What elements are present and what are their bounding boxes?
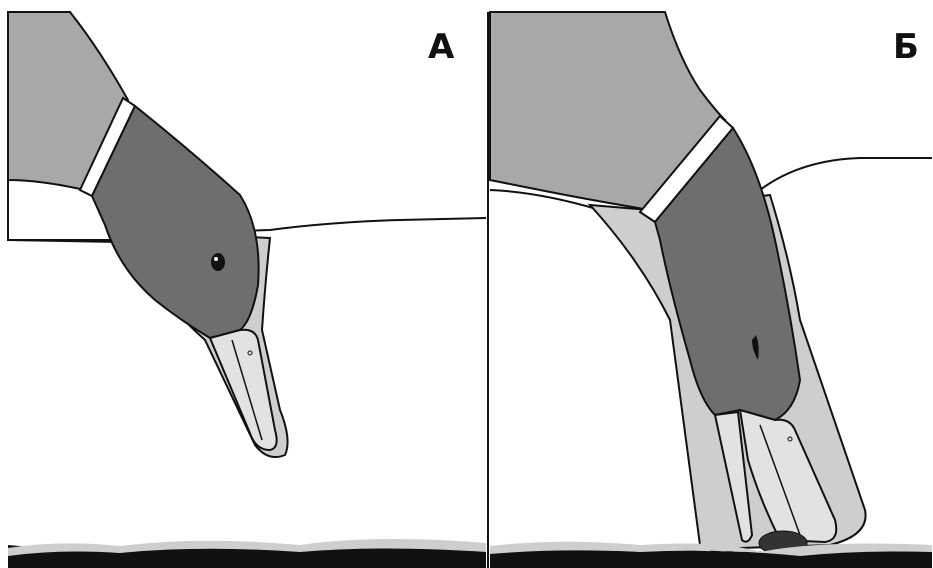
panel-label-b: Б — [893, 27, 919, 67]
panel-label-a: А — [428, 27, 455, 67]
eye-a — [211, 253, 225, 271]
panel-b: Б — [490, 12, 932, 568]
eye-highlight-a — [214, 257, 218, 261]
panel-a: А — [8, 12, 486, 568]
